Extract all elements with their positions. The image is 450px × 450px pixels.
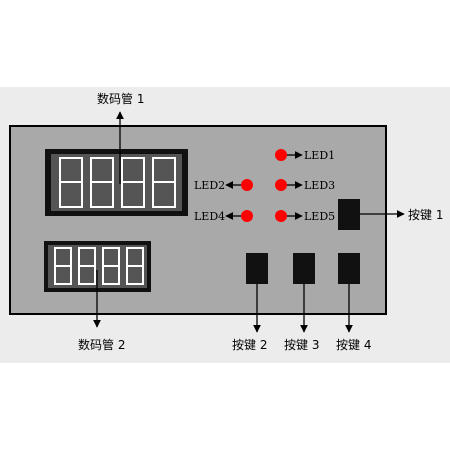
display-2-digits (54, 247, 144, 285)
led5-label: LED5 (304, 210, 335, 223)
display-1-digits (59, 157, 176, 208)
key2-button (246, 253, 268, 284)
led1-indicator (275, 149, 287, 161)
led4-label: LED4 (194, 210, 225, 223)
key4-button (338, 253, 360, 284)
display2-label: 数码管 2 (78, 337, 125, 352)
led3-label: LED3 (304, 179, 335, 192)
led1-label: LED1 (304, 149, 335, 162)
led2-label: LED2 (194, 179, 225, 192)
key1-button (338, 199, 360, 230)
led5-indicator (275, 210, 287, 222)
key3-button (293, 253, 315, 284)
led3-indicator (275, 179, 287, 191)
key1-label: 按键 1 (408, 208, 443, 222)
display1-label: 数码管 1 (97, 91, 144, 106)
key2-label: 按键 2 (232, 338, 267, 352)
key4-label: 按键 4 (336, 338, 371, 352)
key3-label: 按键 3 (284, 338, 319, 352)
led4-indicator (241, 210, 253, 222)
led2-indicator (241, 179, 253, 191)
display-1 (45, 149, 188, 216)
